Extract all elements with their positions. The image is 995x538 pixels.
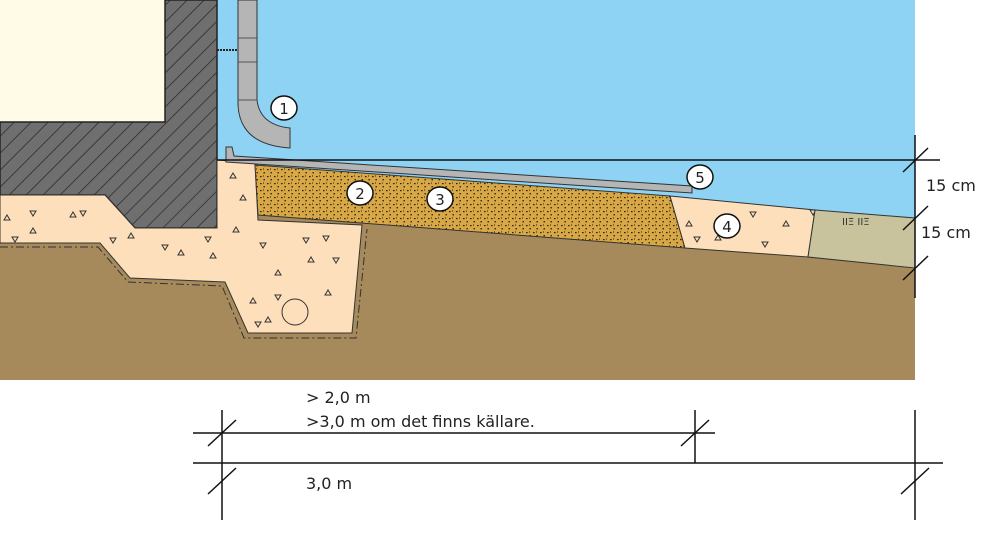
svg-text:1: 1	[279, 100, 289, 118]
building-interior	[0, 0, 165, 122]
dimension-lines	[193, 135, 943, 520]
svg-text:2: 2	[355, 185, 365, 203]
gravel-marks	[3, 172, 340, 328]
dim-height-top: 15 cm	[926, 176, 976, 195]
callout-1: 1	[270, 95, 298, 121]
callout-4: 4	[713, 213, 741, 239]
svg-text:4: 4	[722, 218, 732, 236]
callout-5: 5	[686, 164, 714, 190]
dim-width-basement: >3,0 m om det finns källare.	[306, 412, 535, 431]
filter-fabric-line	[0, 228, 368, 339]
dim-height-bottom: 15 cm	[921, 223, 971, 242]
svg-text:3: 3	[435, 191, 445, 209]
svg-text:5: 5	[695, 169, 705, 187]
sand-marks	[685, 209, 817, 248]
downpipe	[237, 0, 291, 149]
dim-width-min: > 2,0 m	[306, 388, 371, 407]
callout-3: 3	[426, 186, 454, 212]
drain-pipe	[281, 298, 309, 326]
drainage-backfill	[0, 159, 363, 334]
grass-symbol: IIΞ IIΞ	[842, 217, 870, 228]
dim-width-total: 3,0 m	[306, 474, 352, 493]
callout-2: 2	[346, 180, 374, 206]
